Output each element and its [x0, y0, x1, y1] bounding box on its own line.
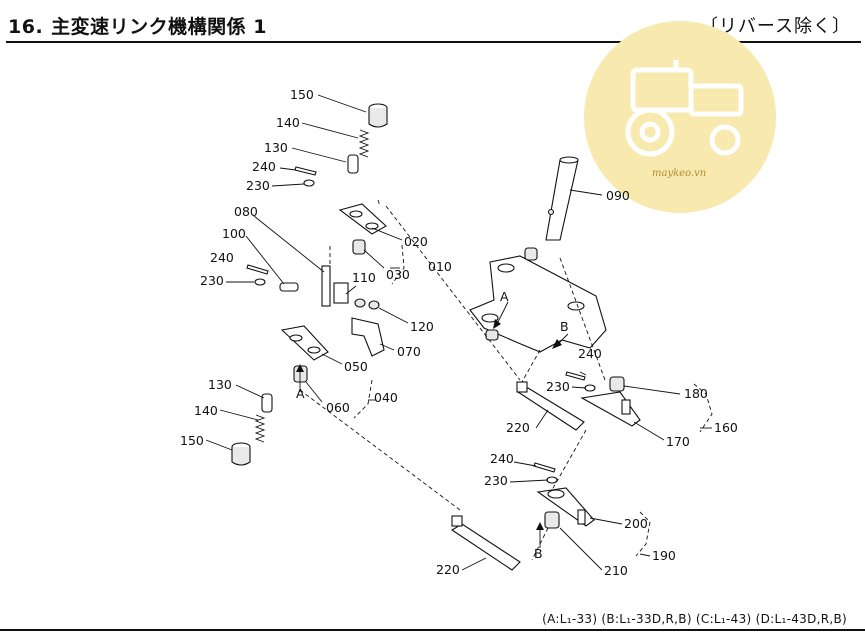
callout-140-top: 140	[276, 115, 300, 130]
assembly-lines	[299, 199, 713, 561]
washer-230-d	[546, 476, 558, 484]
page-header: 16. 主変速リンク機構関係 1 〔リバース除く〕	[0, 0, 865, 44]
callout-230-a: 230	[246, 178, 270, 193]
tractor-icon	[625, 60, 744, 157]
callout-190: 190	[652, 548, 676, 563]
callout-160: 160	[714, 420, 738, 435]
part-210-bushing	[544, 511, 560, 529]
part-130-bottom	[261, 393, 273, 413]
ref-a-left: A	[296, 386, 305, 401]
part-120-nut	[368, 300, 380, 310]
part-030-bushing	[352, 239, 366, 255]
callout-230-d: 230	[484, 473, 508, 488]
callout-070: 070	[397, 344, 421, 359]
housing	[469, 255, 607, 353]
ref-b-lower: B	[534, 546, 543, 561]
callout-030: 030	[386, 267, 410, 282]
pin-240-b	[246, 264, 269, 275]
footer-rule	[0, 629, 865, 631]
callout-130-bottom: 130	[208, 377, 232, 392]
callout-180: 180	[684, 386, 708, 401]
watermark-text: maykeo.vn	[652, 168, 706, 179]
watermark: maykeo.vn	[584, 21, 776, 213]
part-150-bottom	[231, 442, 251, 466]
callout-labels: 150 140 130 240 230 080 100 240 230 020 …	[180, 87, 738, 578]
washer-230-c	[584, 384, 596, 392]
callout-240-d: 240	[490, 451, 514, 466]
part-140-top-spring	[358, 129, 370, 158]
part-200-lever	[536, 487, 595, 527]
part-020-bracket	[338, 203, 387, 235]
part-050-bracket	[280, 325, 329, 361]
applicability-note: (A:L₁-33) (B:L₁-33D,R,B) (C:L₁-43) (D:L₁…	[542, 612, 847, 626]
part-180-bushing	[609, 376, 625, 392]
callout-230-b: 230	[200, 273, 224, 288]
header-note: 〔リバース除く〕	[699, 16, 851, 37]
callout-040: 040	[374, 390, 398, 405]
part-130-top	[347, 154, 359, 174]
callout-020: 020	[404, 234, 428, 249]
callout-210: 210	[604, 563, 628, 578]
callout-120: 120	[410, 319, 434, 334]
callout-140-bottom: 140	[194, 403, 218, 418]
callout-230-c: 230	[546, 379, 570, 394]
pin-240-a	[294, 166, 317, 176]
part-070-yoke	[351, 317, 385, 357]
callout-150-bottom: 150	[180, 433, 204, 448]
page-title: 16. 主変速リンク機構関係 1	[8, 12, 267, 39]
callout-060: 060	[326, 400, 350, 415]
part-150-top	[368, 103, 388, 128]
callout-240-a: 240	[252, 159, 276, 174]
part-090-shaft	[545, 156, 579, 241]
part-100-pin	[279, 282, 299, 292]
watermark-circle	[584, 21, 776, 213]
header-rule	[6, 41, 861, 43]
callout-010: 010	[428, 259, 452, 274]
ref-a-right: A	[500, 289, 509, 304]
callout-240-c: 240	[578, 346, 602, 361]
washer-230-b	[254, 278, 266, 286]
callout-090: 090	[606, 188, 630, 203]
pin-240-c	[565, 371, 586, 381]
part-140-bottom-spring	[254, 414, 266, 443]
part-220-link-upper	[516, 381, 585, 431]
callout-240-b: 240	[210, 250, 234, 265]
callout-110: 110	[352, 270, 376, 285]
pin-240-d	[533, 462, 556, 473]
callout-100: 100	[222, 226, 246, 241]
part-090-collar	[524, 247, 538, 261]
callout-220-lower: 220	[436, 562, 460, 577]
callout-200: 200	[624, 516, 648, 531]
callout-220-upper: 220	[506, 420, 530, 435]
washer-230-a	[303, 179, 315, 187]
leader-lines	[205, 94, 712, 571]
callout-150-top: 150	[290, 87, 314, 102]
part-220-link-lower	[450, 515, 521, 571]
ref-b-upper: B	[560, 319, 569, 334]
callout-050: 050	[344, 359, 368, 374]
reference-arrows	[296, 301, 569, 548]
part-110-block	[333, 282, 366, 308]
callout-130-top: 130	[264, 140, 288, 155]
callout-170: 170	[666, 434, 690, 449]
callout-080: 080	[234, 204, 258, 219]
part-170-lever	[580, 391, 641, 427]
section-number: 16.	[8, 16, 44, 38]
section-title: 主変速リンク機構関係 1	[51, 16, 268, 38]
part-080-shaft	[321, 265, 331, 307]
